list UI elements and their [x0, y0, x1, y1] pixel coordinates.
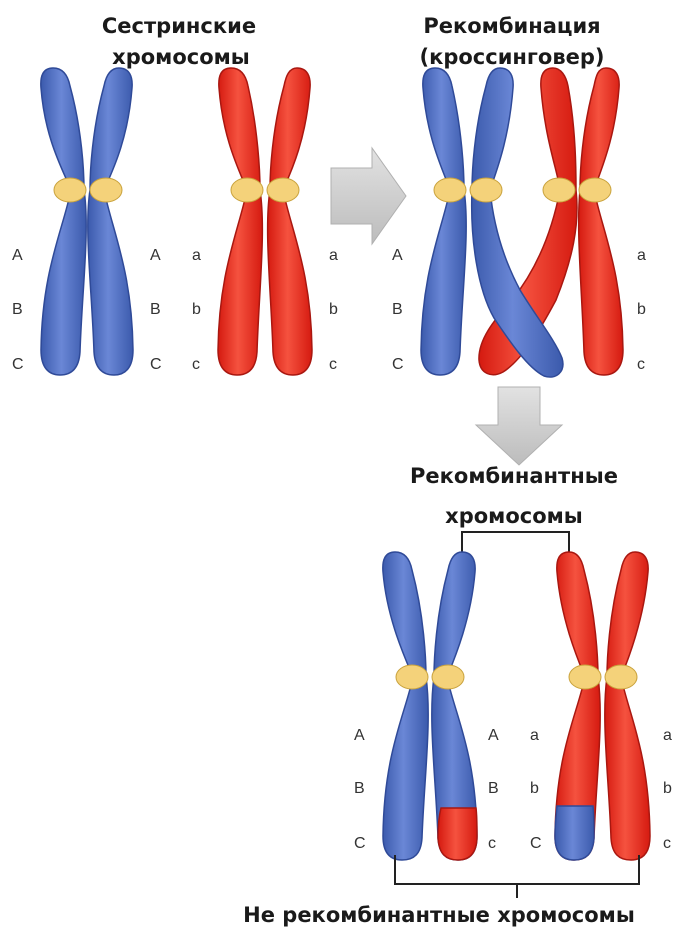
- gene-label: c: [488, 835, 496, 852]
- gene-label: B: [150, 301, 161, 318]
- red-chromatid-right: [579, 68, 623, 375]
- red-chromatid-right: [605, 552, 650, 860]
- centromere: [434, 178, 466, 202]
- gene-label: a: [192, 247, 201, 264]
- gene-label: C: [12, 356, 24, 373]
- blue-chromatid-left: [41, 68, 86, 375]
- gene-label: B: [488, 780, 499, 797]
- gene-label: c: [637, 356, 645, 373]
- gene-label: b: [329, 301, 338, 318]
- title-recombinant-line1: Рекомбинантные: [410, 464, 618, 488]
- gene-label: A: [12, 247, 23, 264]
- centromere-right: [605, 665, 637, 689]
- centromere-left: [569, 665, 601, 689]
- blue-chromatid-right: [88, 68, 133, 375]
- sister-chromosome-red: [218, 68, 312, 375]
- gene-label: B: [392, 301, 403, 318]
- gene-label: a: [663, 727, 672, 744]
- blue-exchanged-segment: [555, 806, 594, 860]
- gene-label: C: [392, 356, 404, 373]
- blue-chromatid-left: [421, 68, 466, 375]
- gene-label: b: [663, 780, 672, 797]
- blue-chromatid-left: [383, 552, 428, 860]
- centromere-left: [231, 178, 263, 202]
- title-sister-line1: Сестринские: [102, 14, 256, 38]
- gene-label: C: [354, 835, 366, 852]
- gene-label: A: [150, 247, 161, 264]
- down-arrow: [476, 387, 562, 465]
- centromere: [579, 178, 611, 202]
- gene-label: b: [192, 301, 201, 318]
- gene-label: C: [530, 835, 542, 852]
- red-chromatid-right: [268, 68, 312, 375]
- gene-label: A: [354, 727, 365, 744]
- sister-chromosome-blue: [41, 68, 133, 375]
- gene-label: b: [637, 301, 646, 318]
- gene-label: a: [329, 247, 338, 264]
- title-recomb-line2: (кроссинговер): [420, 45, 605, 69]
- centromere-right: [267, 178, 299, 202]
- centromere: [470, 178, 502, 202]
- gene-label: b: [530, 780, 539, 797]
- right-arrow: [331, 148, 406, 244]
- centromere: [543, 178, 575, 202]
- gene-label: B: [12, 301, 23, 318]
- gene-label: B: [354, 780, 365, 797]
- gene-label: C: [150, 356, 162, 373]
- centromere-right: [432, 665, 464, 689]
- gene-label: A: [392, 247, 403, 264]
- red-chromatid-left: [218, 68, 262, 375]
- title-sister-line2: хромосомы: [112, 45, 250, 69]
- gene-label: c: [329, 356, 337, 373]
- red-exchanged-segment: [438, 808, 477, 860]
- nonrecombinant-bracket: [395, 855, 639, 898]
- crossover-chromosomes: [421, 68, 623, 377]
- title-recombinant-line2: хромосомы: [445, 504, 583, 528]
- title-recomb-line1: Рекомбинация: [423, 14, 600, 38]
- centromere-left: [54, 178, 86, 202]
- title-nonrecombinant: Не рекомбинантные хромосомы: [243, 903, 635, 927]
- centromere-left: [396, 665, 428, 689]
- recombinant-bracket: [462, 532, 569, 562]
- gene-label: A: [488, 727, 499, 744]
- gene-label: a: [637, 247, 646, 264]
- result-chromosome-blue: [383, 552, 477, 860]
- centromere-right: [90, 178, 122, 202]
- gene-label: a: [530, 727, 539, 744]
- gene-label: c: [192, 356, 200, 373]
- gene-label: c: [663, 835, 671, 852]
- result-chromosome-red: [555, 552, 650, 860]
